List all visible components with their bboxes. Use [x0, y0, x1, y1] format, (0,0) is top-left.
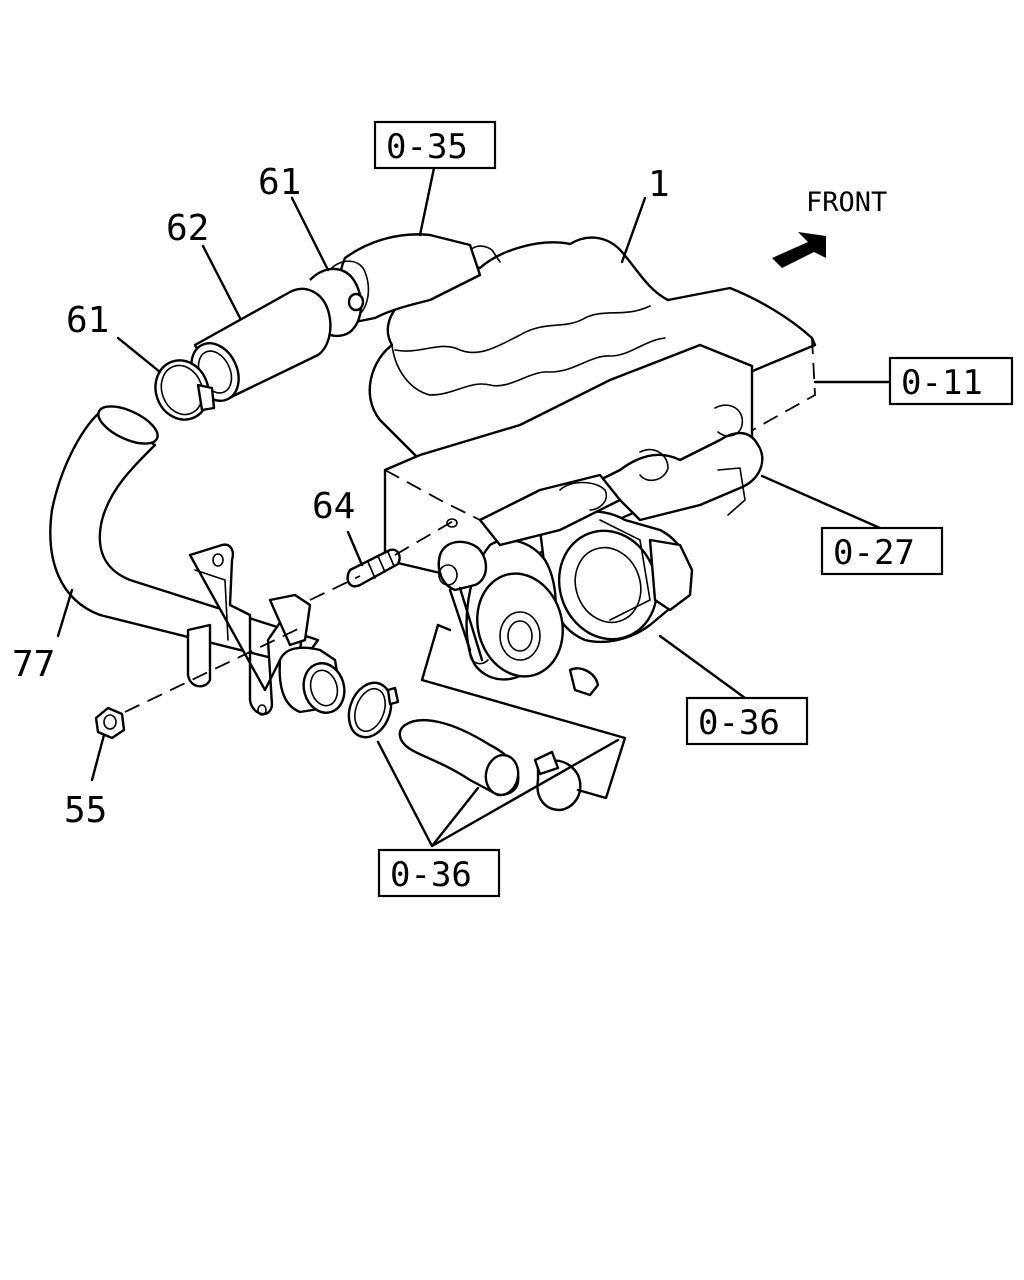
ref-label-0-36-hoses: 0-36	[390, 855, 472, 895]
leader-lines	[56, 166, 892, 848]
part-label-55: 55	[64, 790, 107, 831]
ref-label-0-35: 0-35	[386, 127, 468, 167]
part-label-61-lower: 61	[66, 300, 109, 341]
front-arrow-icon	[772, 232, 826, 268]
ref-label-0-11: 0-11	[901, 363, 983, 403]
stud-64	[346, 518, 458, 588]
part-label-61-upper: 61	[258, 162, 301, 203]
turbocharger	[437, 473, 694, 697]
part-label-64: 64	[312, 486, 355, 527]
pipe-77	[49, 405, 346, 716]
ref-box-0-36-hoses: 0-36	[377, 848, 501, 898]
nut-55	[94, 627, 301, 740]
part-label-62: 62	[166, 208, 209, 249]
clamp-61-lower	[154, 359, 216, 421]
front-label: FRONT	[806, 187, 887, 218]
ref-box-0-11: 0-11	[888, 356, 1014, 406]
ref-box-0-36-turbo: 0-36	[685, 696, 809, 746]
part-label-1: 1	[648, 164, 670, 205]
lower-hose-set	[347, 623, 627, 812]
ref-box-0-35: 0-35	[373, 120, 497, 170]
ref-label-0-36-turbo: 0-36	[698, 703, 780, 743]
engine-assembly	[309, 233, 817, 697]
ref-box-0-27: 0-27	[820, 526, 944, 576]
part-label-77: 77	[12, 644, 55, 685]
ref-label-0-27: 0-27	[833, 533, 915, 573]
